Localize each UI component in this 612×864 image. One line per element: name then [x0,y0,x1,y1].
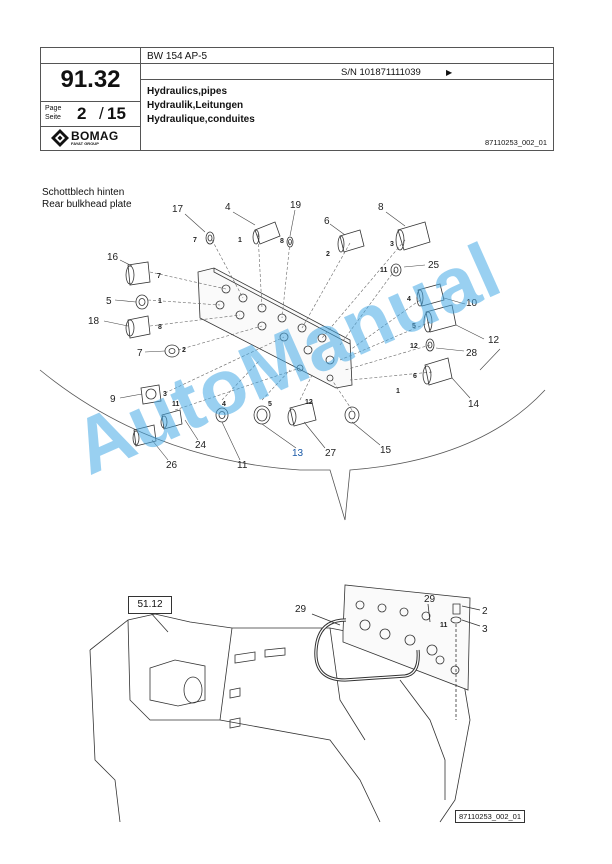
port-label: 2 [182,347,186,354]
callout-3: 3 [482,624,488,635]
port-label: 3 [163,391,167,398]
port-label: 1 [238,237,242,244]
callout-27: 27 [325,448,337,459]
figure-reference: 87110253_002_01 [455,810,526,823]
page-separator: / [99,104,104,123]
bomag-logo: BOMAG FAYAT GROUP [49,128,135,148]
callout-11: 11 [237,460,248,471]
callout-5: 5 [106,296,112,307]
bomag-diamond-icon [51,129,69,147]
port-label: 11 [440,622,448,629]
callout-12: 12 [488,335,500,346]
callout-7: 7 [137,348,143,359]
caption-en: Rear bulkhead plate [42,199,132,210]
callout-28: 28 [466,348,478,359]
port-label: 5 [412,323,416,330]
page-label-en: Page [45,105,62,112]
port-label: 3 [390,241,394,248]
divider [140,63,554,64]
callout-9: 9 [110,394,116,405]
callout-13: 13 [292,448,304,459]
callout-29: 29 [424,594,436,605]
callout-24: 24 [195,440,207,451]
callout-10: 10 [466,298,478,309]
port-label: 4 [222,401,226,408]
port-label: 6 [413,373,417,380]
reference-box: 51.12 [128,596,172,614]
caption-de: Schottblech hinten [42,187,125,198]
port-label: 8 [280,238,284,245]
page-number-row: Page Seite 2 / 15 [41,101,140,127]
callout-15: 15 [380,445,392,456]
callout-6: 6 [324,216,330,227]
port-label: 2 [326,251,330,258]
page-label: Page Seite [45,104,61,122]
header-block: 91.32 Page Seite 2 / 15 BOMAG FAYAT GROU… [40,47,554,151]
callout-25: 25 [428,260,440,271]
callout-2: 2 [482,606,488,617]
callout-16: 16 [107,252,119,263]
port-label: 12 [410,343,418,350]
page-total: 15 [107,104,126,123]
callout-29: 29 [295,604,307,615]
callout-8: 8 [378,202,384,213]
port-label: 7 [193,237,197,244]
page-number: 2 [77,104,87,123]
serial-number: S/N 101871111039 [341,67,421,78]
port-label: 8 [158,324,162,331]
port-label: 5 [268,401,272,408]
model-name: BW 154 AP-5 [147,51,208,62]
port-label: 12 [305,399,313,406]
port-label: 11 [172,401,180,408]
callout-19: 19 [290,200,302,211]
title-fr: Hydraulique,conduites [147,114,255,125]
serial-arrow-icon: ▶ [446,68,453,77]
page-info-panel: 91.32 Page Seite 2 / 15 BOMAG FAYAT GROU… [41,48,141,150]
port-label: 1 [158,298,162,305]
logo-subtext: FAYAT GROUP [71,141,99,146]
logo-text: BOMAG [71,129,119,143]
page-label-de: Seite [45,114,61,121]
doc-reference: 87110253_002_01 [484,138,547,147]
callout-18: 18 [88,316,100,327]
header-spacer [41,48,140,64]
port-label: 4 [407,296,411,303]
divider [140,79,554,80]
title-de: Hydraulik,Leitungen [147,100,244,111]
callout-26: 26 [166,460,178,471]
port-label: 1 [396,388,400,395]
port-label: 7 [157,273,161,280]
callout-4: 4 [225,202,231,213]
title-en: Hydraulics,pipes [147,86,228,97]
callout-17: 17 [172,204,184,215]
port-label: 11 [380,267,388,274]
callout-14: 14 [468,399,480,410]
page-code: 91.32 [60,66,121,93]
